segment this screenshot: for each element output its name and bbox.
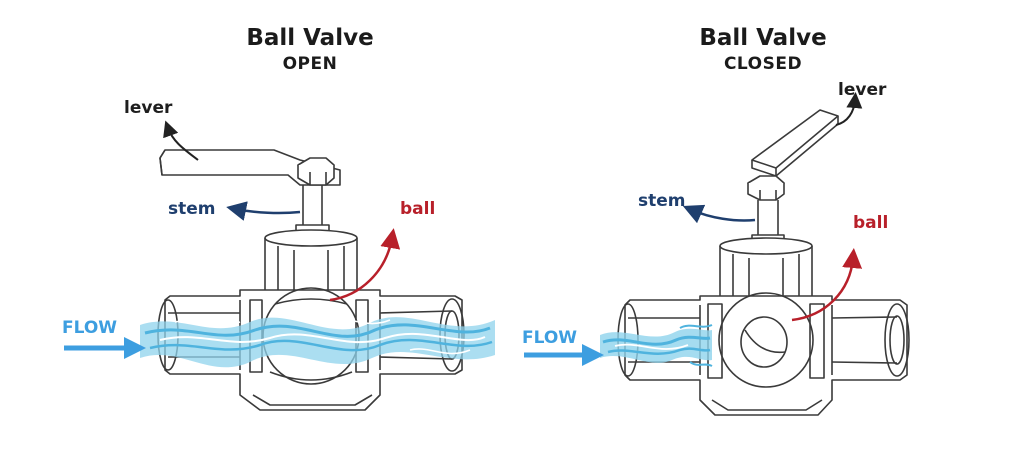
open-flow-arrowhead <box>124 337 146 359</box>
open-state: OPEN <box>282 54 338 74</box>
closed-valve <box>600 109 910 416</box>
closed-lever <box>747 109 839 201</box>
closed-lever-arrow <box>835 92 863 126</box>
closed-flow-label: FLOW <box>522 328 578 348</box>
open-flow-label: FLOW <box>62 318 118 338</box>
open-stem-label: stem <box>168 199 216 219</box>
closed-lever-label: lever <box>838 80 887 100</box>
open-title: Ball Valve <box>246 25 374 51</box>
closed-state: CLOSED <box>723 54 803 74</box>
open-stem <box>295 185 330 233</box>
open-lever <box>159 149 341 186</box>
open-water-flow <box>140 317 495 368</box>
closed-stem-label: stem <box>638 191 686 211</box>
closed-water-flow <box>600 324 713 367</box>
closed-bonnet <box>719 237 813 305</box>
closed-stem <box>751 200 785 242</box>
open-ball-arrow <box>329 228 401 302</box>
open-title-block: Ball Valve OPEN <box>230 24 390 76</box>
closed-ball-label: ball <box>853 213 889 233</box>
open-bonnet <box>264 229 358 296</box>
open-stem-arrow <box>226 201 301 221</box>
closed-title-block: Ball Valve CLOSED <box>683 24 843 76</box>
open-lever-label: lever <box>124 98 173 118</box>
closed-stem-arrow <box>682 204 756 224</box>
closed-flow-arrowhead <box>582 344 604 366</box>
open-ball-label: ball <box>400 199 436 219</box>
open-valve <box>140 149 495 411</box>
open-lever-arrow <box>163 120 199 161</box>
closed-ball-arrow <box>791 248 863 322</box>
closed-title: Ball Valve <box>699 25 827 51</box>
